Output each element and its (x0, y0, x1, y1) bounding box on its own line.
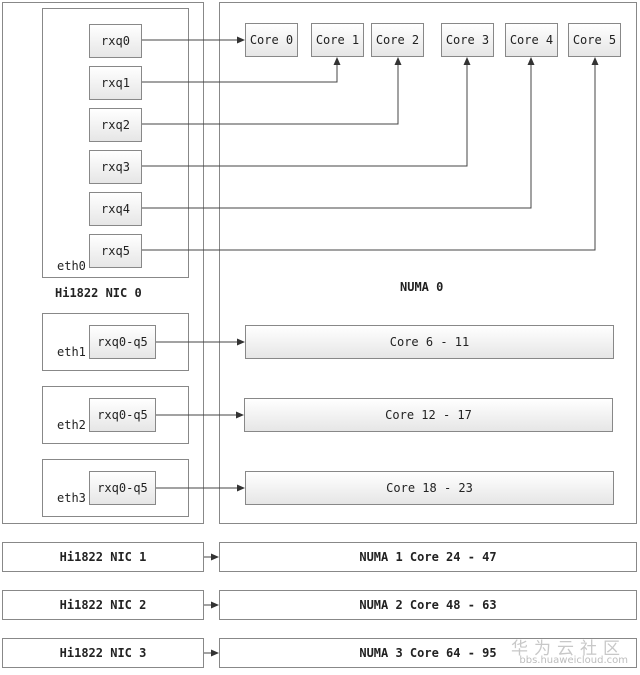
core-3: Core 3 (441, 23, 494, 57)
queue-rxq2: rxq2 (89, 108, 142, 142)
eth3-label: eth3 (57, 491, 86, 505)
eth2-queue: rxq0-q5 (89, 398, 156, 432)
core-range-6-11: Core 6 - 11 (245, 325, 614, 359)
queue-rxq3: rxq3 (89, 150, 142, 184)
nic1-box: Hi1822 NIC 1 (2, 542, 204, 572)
nic3-box: Hi1822 NIC 3 (2, 638, 204, 668)
eth2-label: eth2 (57, 418, 86, 432)
numa0-panel (219, 2, 637, 524)
core-range-18-23: Core 18 - 23 (245, 471, 614, 505)
core-2: Core 2 (371, 23, 424, 57)
numa3-box: NUMA 3 Core 64 - 95 (219, 638, 637, 668)
eth1-queue: rxq0-q5 (89, 325, 156, 359)
eth1-label: eth1 (57, 345, 86, 359)
watermark-url: bbs.huaweicloud.com (519, 655, 628, 666)
core-5: Core 5 (568, 23, 621, 57)
core-1: Core 1 (311, 23, 364, 57)
core-4: Core 4 (505, 23, 558, 57)
numa2-box: NUMA 2 Core 48 - 63 (219, 590, 637, 620)
nic0-title: Hi1822 NIC 0 (55, 286, 142, 300)
queue-rxq0: rxq0 (89, 24, 142, 58)
queue-rxq1: rxq1 (89, 66, 142, 100)
core-range-12-17: Core 12 - 17 (244, 398, 613, 432)
core-0: Core 0 (245, 23, 298, 57)
watermark-brand: 华为云社区 (511, 639, 626, 659)
nic2-box: Hi1822 NIC 2 (2, 590, 204, 620)
queue-rxq4: rxq4 (89, 192, 142, 226)
queue-rxq5: rxq5 (89, 234, 142, 268)
numa0-title: NUMA 0 (400, 280, 444, 294)
numa1-box: NUMA 1 Core 24 - 47 (219, 542, 637, 572)
eth3-queue: rxq0-q5 (89, 471, 156, 505)
eth0-label: eth0 (57, 259, 86, 273)
